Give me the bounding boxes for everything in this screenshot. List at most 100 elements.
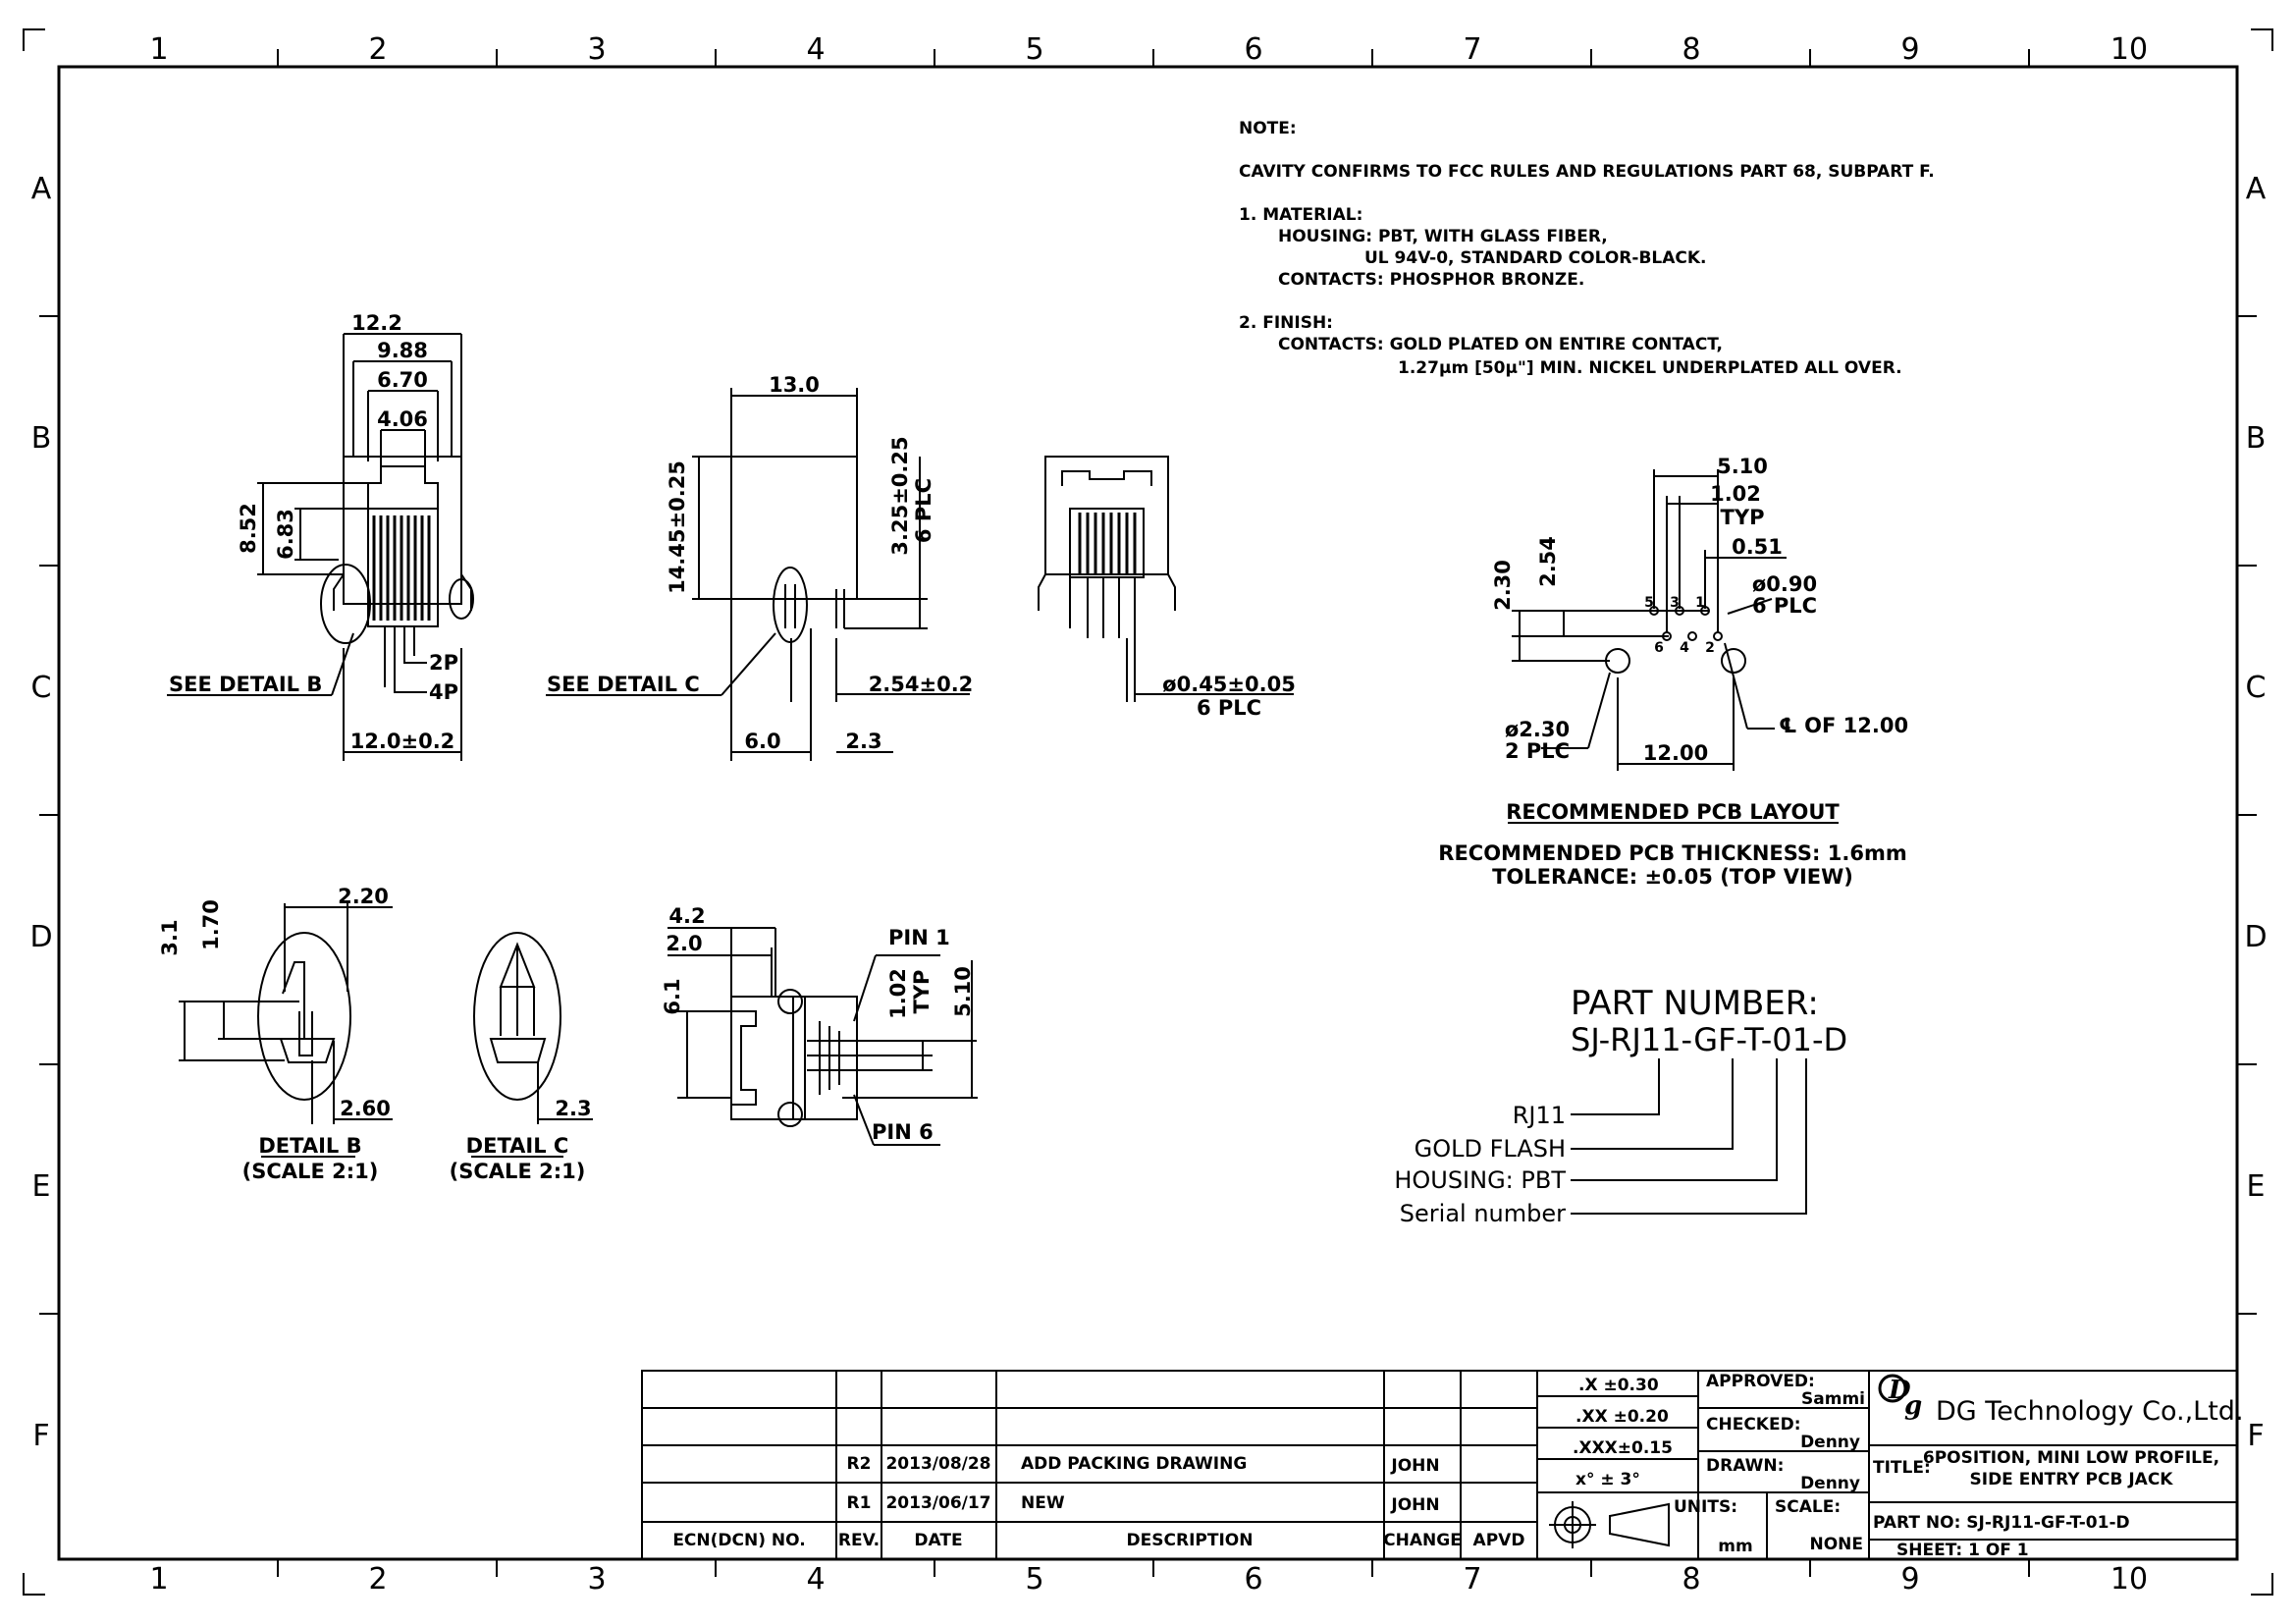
col-label: 10 [2110, 32, 2148, 67]
detail-c-dim-2-3: 2.3 [555, 1097, 591, 1120]
dim-6-0: 6.0 [744, 730, 780, 753]
pcb-big-hole-note: 2 PLC [1505, 739, 1570, 763]
svg-text:D: D [1888, 1376, 1911, 1405]
top-pin-1: PIN 1 [888, 926, 950, 949]
company-name: DG Technology Co.,Ltd. [1936, 1396, 2244, 1427]
part-number-block: PART NUMBER: SJ-RJ11-GF-T-01-D RJ11 GOLD… [1394, 984, 1847, 1227]
pcb-thickness: RECOMMENDED PCB THICKNESS: 1.6mm [1438, 841, 1906, 865]
row-label: B [2246, 421, 2267, 456]
top-dim-6-1: 6.1 [661, 978, 684, 1014]
col-label: 8 [1682, 32, 1700, 67]
pcb-dim-2-54: 2.54 [1536, 536, 1560, 587]
drawing-title-2: SIDE ENTRY PCB JACK [1970, 1470, 2174, 1489]
top-dim-typ: TYP [910, 970, 934, 1014]
pcb-hole-dia: ø0.90 [1752, 572, 1817, 596]
pin-number: 3 [1670, 595, 1680, 611]
dim-3-25-note: 6 PLC [912, 478, 935, 543]
dim-12-2: 12.2 [351, 311, 402, 335]
col-label: 1 [149, 1562, 168, 1597]
rev-header-rev: REV. [838, 1531, 880, 1550]
row-label: E [2247, 1169, 2266, 1204]
note-housing: HOUSING: PBT, WITH GLASS FIBER, [1278, 227, 1608, 246]
dim-3-25: 3.25±0.25 [888, 436, 912, 555]
rev-row-desc: NEW [1021, 1493, 1065, 1513]
detail-b-dim-3-1: 3.1 [158, 919, 182, 955]
dim-2-3: 2.3 [845, 730, 881, 753]
note-material: 1. MATERIAL: [1239, 205, 1362, 225]
pcb-dim-2-30: 2.30 [1491, 560, 1515, 611]
top-pin-6: PIN 6 [872, 1120, 934, 1144]
rev-row-date: 2013/06/17 [885, 1493, 990, 1513]
company-logo: D g [1878, 1374, 1922, 1421]
part-no: PART NO: SJ-RJ11-GF-T-01-D [1873, 1513, 2130, 1533]
units-label: UNITS: [1674, 1497, 1737, 1517]
pcb-layout-title: RECOMMENDED PCB LAYOUT [1506, 800, 1840, 824]
col-label: 2 [368, 1562, 387, 1597]
pin-number: 5 [1644, 595, 1654, 611]
legend-gold-flash: GOLD FLASH [1415, 1135, 1566, 1163]
detail-b-dim-2-20: 2.20 [338, 885, 389, 908]
scale-label: SCALE: [1775, 1497, 1841, 1517]
label-2p: 2P [429, 651, 458, 675]
rev-header-ecn: ECN(DCN) NO. [672, 1531, 805, 1550]
top-dim-4-2: 4.2 [668, 904, 705, 928]
tolerance-xxx: .XXX±0.15 [1573, 1438, 1673, 1458]
row-label: E [32, 1169, 51, 1204]
pcb-dim-1-02: 1.02 [1710, 482, 1761, 506]
row-label: C [2246, 671, 2267, 705]
part-number-heading: PART NUMBER: [1571, 984, 1819, 1023]
rev-row-rev: R1 [847, 1493, 872, 1513]
notes-heading: NOTE: [1239, 119, 1297, 138]
col-label: 1 [149, 32, 168, 67]
see-detail-c: SEE DETAIL C [547, 673, 700, 696]
pcb-layout [1508, 469, 1839, 824]
col-label: 4 [806, 1562, 825, 1597]
col-label: 2 [368, 32, 387, 67]
col-label: 8 [1682, 1562, 1700, 1597]
rev-header-date: DATE [914, 1531, 962, 1550]
svg-text:g: g [1904, 1391, 1922, 1421]
row-label: F [32, 1419, 49, 1453]
part-number-code: SJ-RJ11-GF-T-01-D [1571, 1021, 1847, 1058]
col-label: 5 [1025, 1562, 1043, 1597]
col-label: 3 [587, 32, 606, 67]
col-label: 7 [1463, 32, 1481, 67]
dim-pin-dia-note: 6 PLC [1197, 696, 1261, 720]
col-label: 9 [1900, 32, 1919, 67]
drawn-name: Denny [1800, 1474, 1860, 1493]
side-view [546, 388, 970, 761]
see-detail-b: SEE DETAIL B [169, 673, 322, 696]
rev-row-rev: R2 [847, 1454, 872, 1474]
col-label: 6 [1244, 32, 1262, 67]
legend-housing: HOUSING: PBT [1394, 1166, 1566, 1194]
legend-serial: Serial number [1400, 1200, 1566, 1227]
pin-number: 6 [1654, 640, 1664, 656]
drawing-frame [57, 65, 2239, 1561]
detail-b-dim-2-60: 2.60 [340, 1097, 391, 1120]
checked-name: Denny [1800, 1433, 1860, 1452]
detail-c-label: DETAIL C [466, 1134, 569, 1158]
dim-6-70: 6.70 [377, 368, 428, 392]
col-label: 10 [2110, 1562, 2148, 1597]
approved-label: APPROVED: [1706, 1372, 1815, 1391]
note-housing-2: UL 94V-0, STANDARD COLOR-BLACK. [1364, 248, 1707, 268]
top-dim-2-0: 2.0 [666, 932, 702, 955]
row-label: B [31, 421, 52, 456]
units-value: mm [1718, 1537, 1752, 1556]
legend-rj11: RJ11 [1513, 1102, 1566, 1129]
dim-9-88: 9.88 [377, 339, 428, 362]
row-label: D [29, 920, 52, 954]
tolerance-xx: .XX ±0.20 [1575, 1407, 1669, 1427]
title-label: TITLE: [1873, 1458, 1931, 1478]
dim-6-83: 6.83 [274, 509, 297, 560]
col-label: 9 [1900, 1562, 1919, 1597]
pin-number: 2 [1705, 640, 1715, 656]
pcb-dim-5-10: 5.10 [1717, 455, 1768, 478]
pcb-span: 12.00 [1643, 741, 1708, 765]
pin-number: 1 [1695, 595, 1705, 611]
dim-2-54: 2.54±0.2 [869, 673, 974, 696]
pcb-dim-typ: TYP [1721, 506, 1765, 529]
col-label: 3 [587, 1562, 606, 1597]
pcb-centerline: ℄ OF 12.00 [1779, 714, 1908, 737]
row-label: C [31, 671, 52, 705]
